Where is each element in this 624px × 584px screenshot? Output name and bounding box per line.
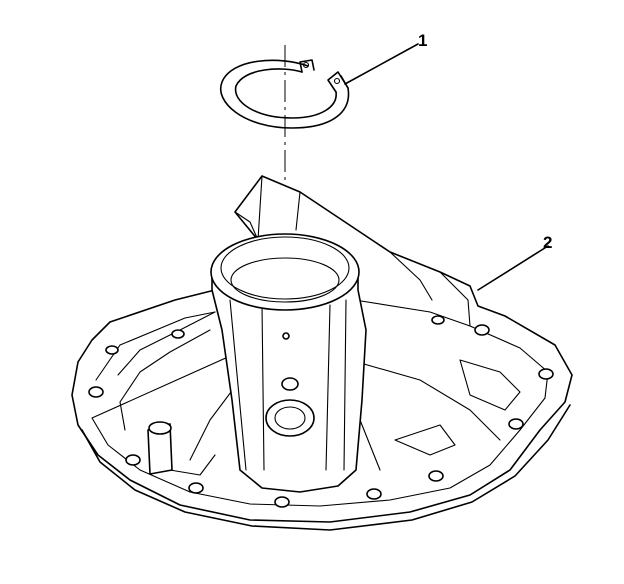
bolt-hole — [188, 482, 204, 494]
bolt-hole — [508, 418, 524, 430]
housing-lower-port — [265, 399, 315, 437]
housing-small-port — [281, 377, 299, 391]
housing-bore-collar — [210, 233, 360, 311]
callout-2-leader — [477, 245, 549, 291]
housing — [71, 175, 573, 531]
housing-side-rib-right — [389, 251, 471, 327]
bolt-hole — [88, 386, 104, 398]
callout-1-leader — [344, 43, 419, 85]
ring-right-lug-hole — [333, 77, 341, 85]
retaining-ring — [219, 59, 350, 129]
housing-tube-edges — [229, 299, 347, 471]
housing-lower-port-inner — [274, 406, 306, 430]
bolt-hole — [474, 324, 490, 336]
bolt-hole — [171, 329, 185, 339]
housing-vent-hole — [282, 332, 290, 340]
housing-bore-inner-lip — [220, 236, 350, 300]
bolt-hole — [274, 496, 290, 508]
ring-left-lug-hole — [302, 61, 310, 69]
housing-left-boss-top — [148, 421, 172, 435]
housing-bore-floor — [230, 257, 340, 303]
ring-right-lug — [327, 71, 349, 93]
bolt-hole — [428, 470, 444, 482]
ring-left-lug — [299, 59, 315, 73]
bolt-hole — [538, 368, 554, 380]
bolt-hole — [125, 454, 141, 466]
bolt-hole — [431, 315, 445, 325]
bolt-hole — [366, 488, 382, 500]
callout-2-label: 2 — [543, 233, 552, 252]
bolt-hole — [105, 345, 119, 355]
housing-bottom-edge — [81, 404, 571, 531]
housing-rear-boss — [234, 175, 301, 241]
housing-rib-left — [117, 311, 216, 431]
bolt-holes — [88, 315, 554, 508]
ring-inner-edge — [234, 68, 337, 119]
callout-1-label: 1 — [418, 31, 427, 50]
ring-outer-edge — [219, 59, 350, 129]
